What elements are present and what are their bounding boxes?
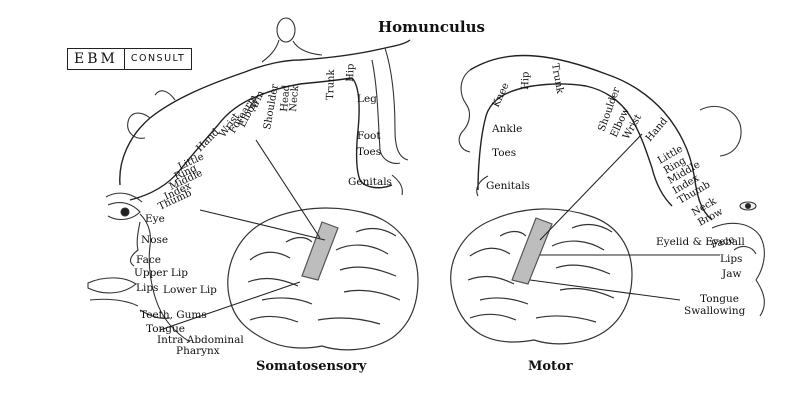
label-hand: Hand [194,126,222,154]
motor-brain [450,208,633,345]
label-foot: Foot [357,130,381,142]
label-lower-lip: Lower Lip [163,284,217,296]
figure-title: Homunculus [378,18,485,36]
label-motor-swallowing: Swallowing [684,305,746,317]
label-trunk: Trunk [325,68,337,100]
label-motor-genitals: Genitals [486,180,530,192]
sensory-leader-lines [159,139,326,331]
label-motor-trunk: Trunk [549,63,565,96]
label-face: Face [136,254,161,266]
label-motor-tongue: Tongue [700,293,739,305]
label-eye: Eye [145,213,165,225]
label-arm: Arm [247,89,267,114]
label-motor-toes: Toes [492,147,516,159]
label-hip: Hip [345,63,357,82]
label-genitals: Genitals [348,176,392,188]
motor-leader-lines [529,133,720,301]
label-intra-abdominal: Intra Abdominal [157,334,244,346]
label-motor-hand: Hand [644,115,671,144]
label-nose: Nose [141,234,168,246]
motor-cortex-strip [469,54,713,221]
ebm-consult-logo: EBM CONSULT [67,48,193,70]
label-shoulder: Shoulder [262,83,281,130]
label-motor-knee: Knee [491,81,512,109]
label-motor-hip: Hip [520,71,532,90]
motor-homunculus-body [458,69,765,317]
label-toes: Toes [357,146,381,158]
label-teeth-gums: Teeth, Gums [140,309,207,321]
sensory-brain [227,207,419,351]
label-motor-lips: Lips [720,253,742,265]
label-motor-ankle: Ankle [491,123,522,135]
label-leg: Leg [357,93,377,105]
sensory-face [87,192,191,343]
label-tongue: Tongue [146,323,185,335]
caption-somatosensory: Somatosensory [256,359,367,374]
label-lips: Lips [136,282,158,294]
label-motor-jaw: Jaw [721,268,741,280]
label-pharynx: Pharynx [176,345,220,357]
caption-motor: Motor [528,359,573,374]
label-motor-eyelid-eyeball: Eyelid & Eyeball [656,236,745,248]
logo-text-consult: CONSULT [130,53,186,64]
sensory-homunculus-body [127,17,409,196]
label-upper-lip: Upper Lip [134,267,188,279]
label-neck: Neck [288,84,301,112]
logo-text-ebm: EBM [68,49,125,69]
label-head: Head [279,84,292,112]
